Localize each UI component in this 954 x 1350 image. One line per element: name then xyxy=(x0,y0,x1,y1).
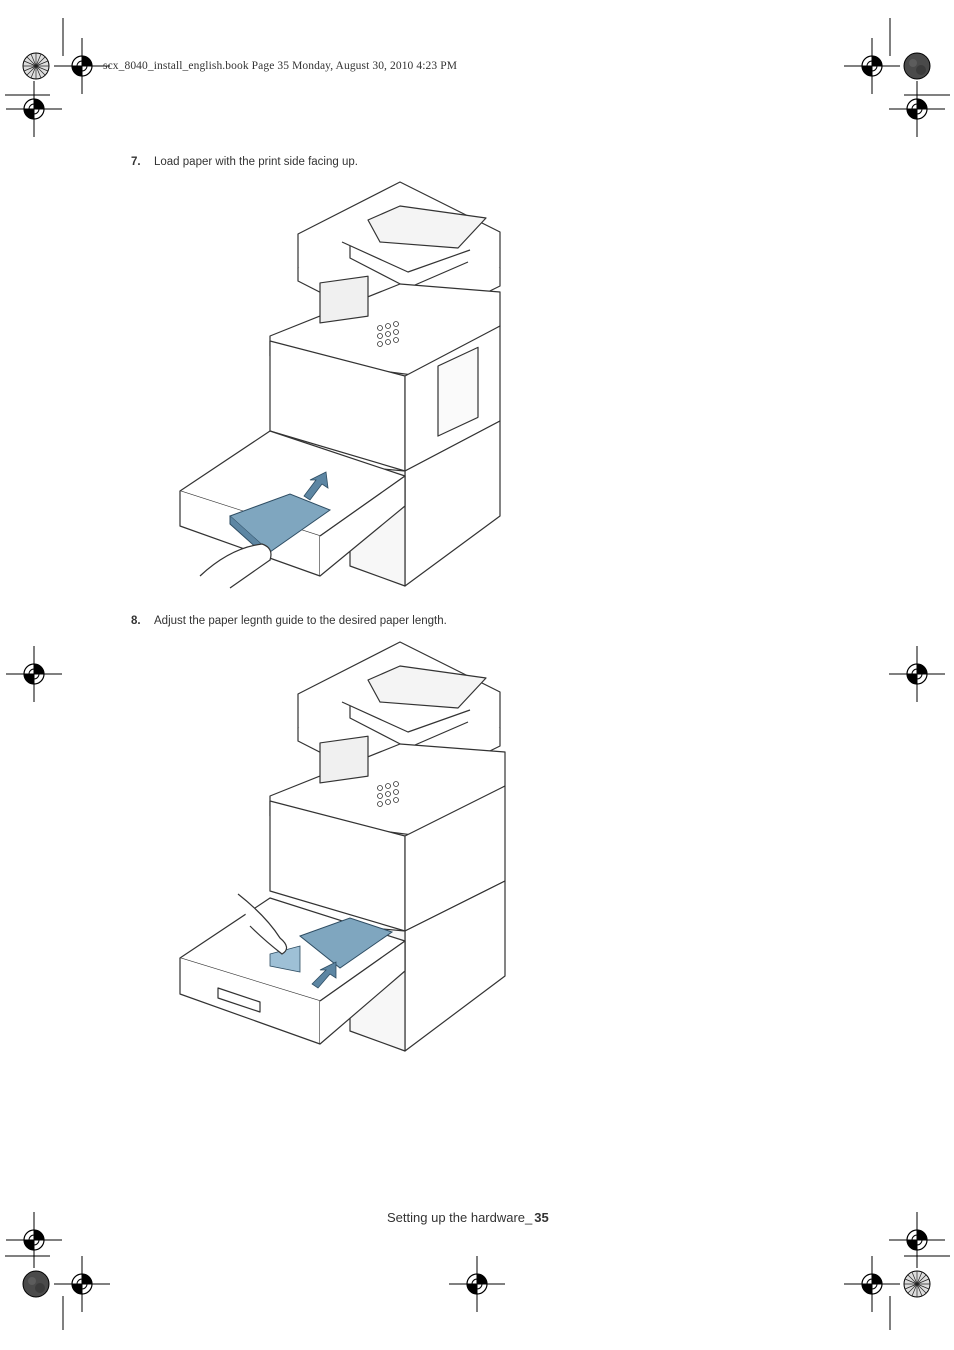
printer-illustration-adjust-guide xyxy=(179,641,506,1052)
step-text: Adjust the paper legnth guide to the des… xyxy=(154,615,447,627)
registration-mark-icon xyxy=(53,37,111,95)
color-target-icon xyxy=(22,1270,50,1298)
step-8: 8. Adjust the paper legnth guide to the d… xyxy=(131,615,447,627)
print-header: scx_8040_install_english.book Page 35 Mo… xyxy=(103,60,458,72)
color-target-icon xyxy=(903,52,931,80)
registration-mark-icon xyxy=(5,80,63,138)
step-number: 8. xyxy=(131,615,141,627)
registration-mark-icon xyxy=(448,1255,506,1313)
step-number: 7. xyxy=(131,156,141,168)
registration-mark-icon xyxy=(888,1211,946,1269)
registration-mark-icon xyxy=(888,80,946,138)
registration-mark-icon xyxy=(53,1255,111,1313)
registration-mark-icon xyxy=(843,1255,901,1313)
color-target-icon xyxy=(22,52,50,80)
page-number: 35 xyxy=(534,1210,549,1225)
color-target-icon xyxy=(903,1270,931,1298)
printer-illustration-load-paper xyxy=(179,181,501,589)
footer-section: Setting up the hardware_ xyxy=(387,1210,533,1225)
registration-mark-icon xyxy=(5,645,63,703)
registration-mark-icon xyxy=(888,645,946,703)
step-7: 7. Load paper with the print side facing … xyxy=(131,156,358,168)
step-text: Load paper with the print side facing up… xyxy=(154,156,358,168)
page-footer: Setting up the hardware_35 xyxy=(387,1210,549,1225)
registration-mark-icon xyxy=(843,37,901,95)
registration-mark-icon xyxy=(5,1211,63,1269)
